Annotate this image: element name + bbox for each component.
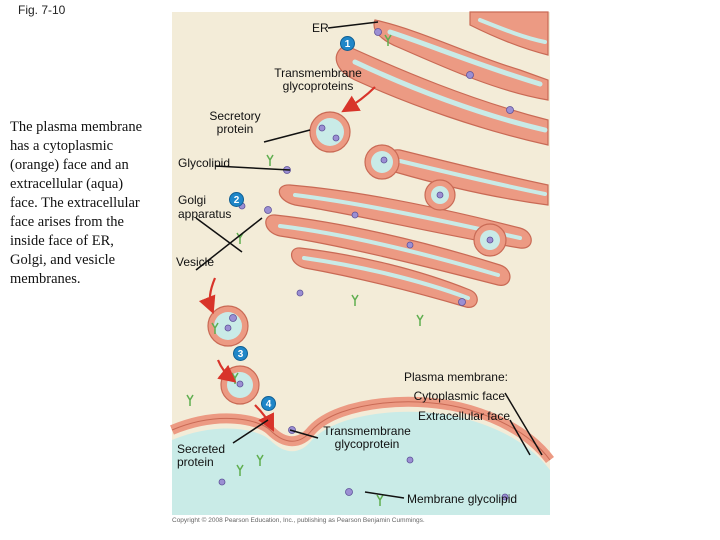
label-extracellular-face: Extracellular face [417,409,510,423]
step-badge-4: 4 [261,396,276,411]
leader-lines [195,21,543,499]
label-vesicle: Vesicle [176,255,215,269]
label-transmembrane-glycoproteins: Transmembrane glycoproteins [274,66,362,93]
label-plasma-membrane: Plasma membrane: [403,370,508,384]
er-cisternae [335,11,549,146]
label-golgi: Golgi [178,193,207,207]
label-apparatus: apparatus [178,207,232,221]
step-badge-2: 2 [229,192,244,207]
label-er: ER [312,21,329,35]
process-arrows [198,86,376,432]
label-membrane-glycolipid: Membrane glycolipid [407,492,518,506]
step-badge-1: 1 [340,36,355,51]
protein-dots [218,28,514,501]
figure-label: Fig. 7-10 [18,3,66,17]
side-explanation-text: The plasma membrane has a cytoplasmic (o… [10,119,143,287]
label-glycolipid: Glycolipid [178,156,231,170]
copyright-notice: Copyright © 2008 Pearson Education, Inc.… [172,517,425,524]
plasma-membrane [170,396,554,515]
label-transmembrane-glycoprotein: Transmembrane glycoprotein [323,424,411,451]
step-badge-3: 3 [233,346,248,361]
label-cytoplasmic-face: Cytoplasmic face [413,389,505,403]
label-secreted-protein: Secreted protein [177,442,226,469]
label-secretory-protein: Secretory protein [209,109,261,136]
golgi-apparatus [265,149,549,308]
